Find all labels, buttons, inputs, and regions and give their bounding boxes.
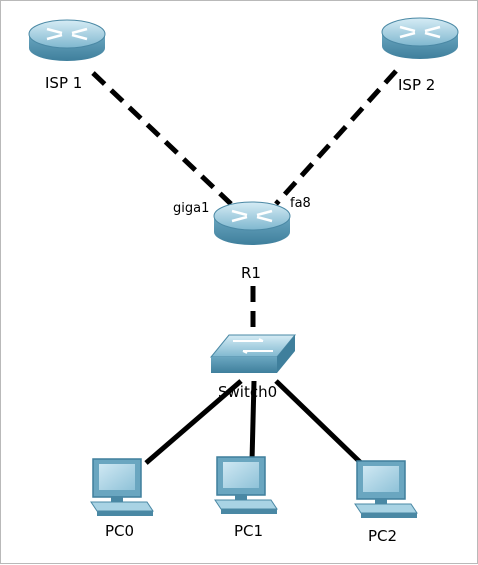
pc-icon[interactable] (214, 456, 278, 514)
pc-icon[interactable] (90, 458, 154, 516)
interface-label-fa8: fa8 (290, 196, 311, 211)
link-switch0-pc0[interactable] (144, 379, 243, 465)
link-isp2-r1[interactable] (274, 69, 398, 206)
link-switch0-pc2[interactable] (274, 379, 363, 465)
device-label-pc1: PC1 (234, 522, 264, 540)
router-icon[interactable] (381, 17, 459, 59)
pc-icon[interactable] (354, 460, 418, 518)
link-isp1-r1[interactable] (91, 71, 233, 206)
device-label-isp1: ISP 1 (45, 74, 83, 92)
device-label-r1: R1 (241, 264, 261, 282)
device-label-pc0: PC0 (105, 522, 135, 540)
switch-icon[interactable] (209, 334, 297, 373)
device-label-pc2: PC2 (368, 527, 398, 545)
device-label-isp2: ISP 2 (398, 76, 436, 94)
device-label-switch0: Switch0 (218, 383, 278, 401)
link-switch0-pc1[interactable] (249, 380, 257, 462)
router-icon[interactable] (213, 201, 291, 245)
interface-label-giga1: giga1 (173, 201, 210, 216)
router-icon[interactable] (28, 19, 106, 61)
